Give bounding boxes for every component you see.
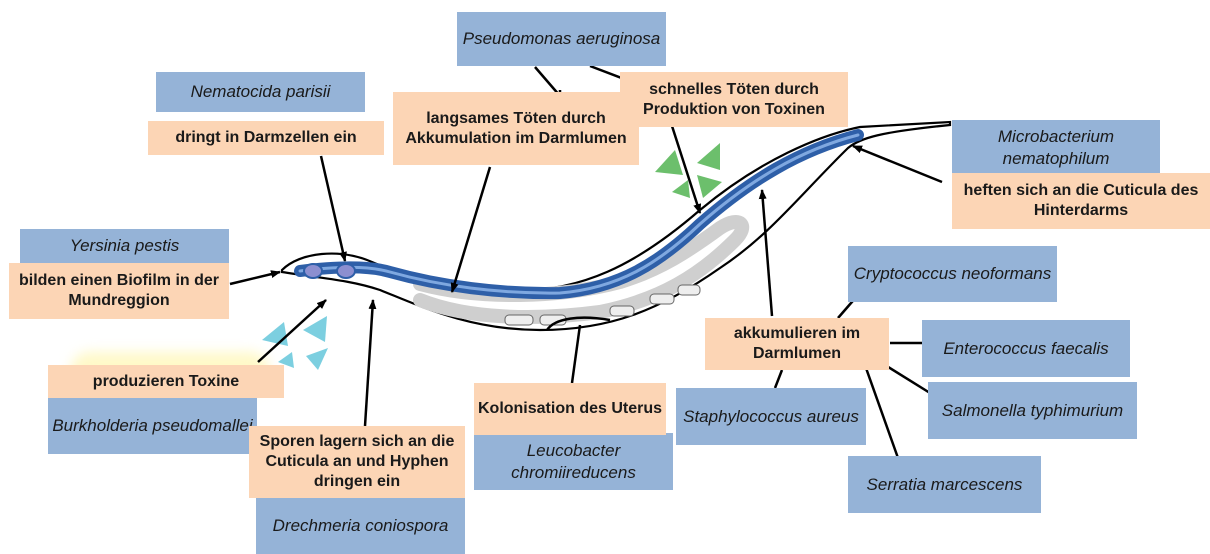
toxin-triangle bbox=[655, 150, 683, 175]
egg bbox=[650, 294, 674, 304]
label-pseudomonas: Pseudomonas aeruginosa bbox=[457, 12, 666, 66]
connector-arrow bbox=[321, 156, 345, 261]
label-enterococcus: Enterococcus faecalis bbox=[922, 320, 1130, 377]
label-burkholderia: Burkholderia pseudomallei bbox=[48, 397, 257, 454]
label-microbacterium: Microbacterium nematophilum bbox=[952, 120, 1160, 175]
label-cryptococcus: Cryptococcus neoformans bbox=[848, 246, 1057, 302]
pharynx-bulb bbox=[337, 264, 355, 278]
mechanism-spores: Sporen lagern sich an die Cuticula an un… bbox=[249, 426, 465, 498]
label-salmonella: Salmonella typhimurium bbox=[928, 382, 1137, 439]
egg bbox=[678, 285, 700, 295]
mechanism-fast-kill: schnelles Töten durch Produktion von Tox… bbox=[620, 72, 848, 127]
label-serratia: Serratia marcescens bbox=[848, 456, 1041, 513]
mechanism-uterus: Kolonisation des Uterus bbox=[474, 383, 666, 435]
mechanism-biofilm: bilden einen Biofilm in der Mundreggion bbox=[9, 263, 229, 319]
label-staphylococcus: Staphylococcus aureus bbox=[676, 388, 866, 445]
toxin-triangle bbox=[262, 322, 288, 346]
mechanism-toxins: produzieren Toxine bbox=[48, 365, 284, 398]
mechanism-invade-cells: dringt in Darmzellen ein bbox=[148, 121, 384, 155]
connector-line bbox=[866, 368, 898, 458]
connector-arrow bbox=[230, 272, 280, 284]
toxin-triangle bbox=[306, 348, 328, 370]
egg bbox=[610, 306, 634, 316]
label-leucobacter: Leucobacter chromiireducens bbox=[474, 433, 673, 490]
mechanism-hindgut-cuticle: heften sich an die Cuticula des Hinterda… bbox=[952, 173, 1210, 229]
toxin-triangle bbox=[672, 180, 690, 198]
label-yersinia: Yersinia pestis bbox=[20, 229, 229, 263]
mechanism-accumulate: akkumulieren im Darmlumen bbox=[705, 318, 889, 370]
connector-arrow bbox=[853, 146, 942, 182]
toxin-triangle bbox=[697, 143, 720, 170]
label-nematocida: Nematocida parisii bbox=[156, 72, 365, 112]
label-drechmeria: Drechmeria coniospora bbox=[256, 497, 465, 554]
connector-line bbox=[775, 370, 782, 388]
connector-line bbox=[572, 325, 580, 383]
pharynx-bulb bbox=[304, 264, 322, 278]
toxin-triangle bbox=[303, 316, 327, 342]
mechanism-slow-kill: langsames Töten durch Akkumulation im Da… bbox=[393, 92, 639, 165]
connector-arrow bbox=[452, 167, 490, 292]
connector-arrow bbox=[365, 300, 373, 426]
egg bbox=[505, 315, 533, 325]
